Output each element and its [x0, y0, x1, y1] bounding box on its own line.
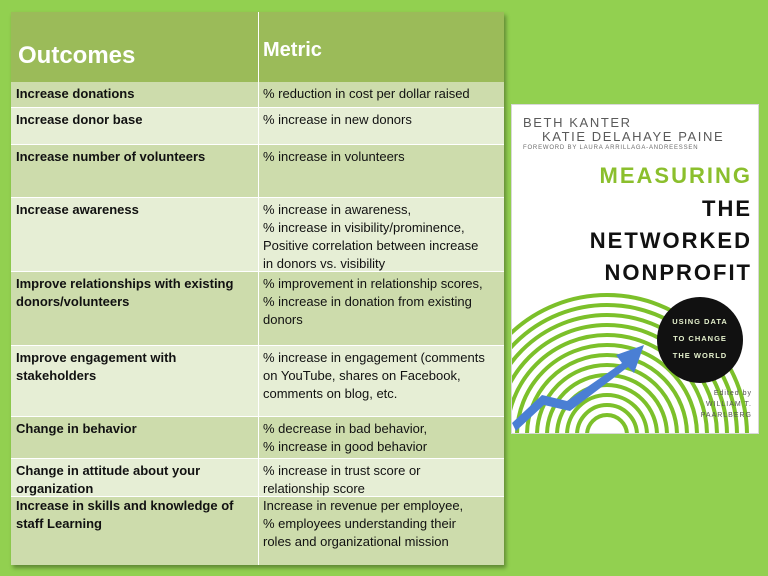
book-title-line-3: NETWORKED — [589, 228, 752, 253]
book-cover: BETH KANTER KATIE DELAHAYE PAINE FOREWOR… — [511, 104, 759, 434]
table-row: Change in behavior % decrease in bad beh… — [11, 417, 504, 459]
outcome-cell: Increase donations — [16, 86, 135, 101]
book-title-line-2: THE — [702, 196, 752, 221]
table-row: Change in attitude about your organizati… — [11, 459, 504, 497]
table-header: Outcomes Metric — [11, 12, 504, 84]
book-editor-first: WILLIAM T. — [705, 401, 752, 408]
arrow-icon — [512, 345, 644, 431]
book-editor-last: PAARLBERG — [700, 412, 752, 419]
metric-cell: % increase in trust score or relationshi… — [263, 463, 421, 496]
metric-column-header: Metric — [263, 39, 322, 61]
outcome-cell: Improve engagement with stakeholders — [16, 350, 177, 383]
book-author-2: KATIE DELAHAYE PAINE — [542, 129, 725, 144]
book-author-1: BETH KANTER — [523, 115, 632, 130]
book-foreword: FOREWORD BY LAURA ARRILLAGA-ANDREESSEN — [523, 145, 699, 151]
outcome-cell: Increase donor base — [16, 112, 143, 127]
book-badge: USING DATA TO CHANGE THE WORLD — [657, 297, 743, 383]
metric-cell: % increase in volunteers — [263, 149, 405, 164]
outcome-cell: Increase awareness — [16, 202, 139, 217]
table-row: Increase number of volunteers % increase… — [11, 145, 504, 198]
outcomes-metric-table: Outcomes Metric Increase donations % red… — [11, 12, 504, 565]
table-row: Increase awareness % increase in awarene… — [11, 198, 504, 272]
metric-cell: % increase in awareness, % increase in v… — [263, 202, 479, 271]
badge-line-3: THE WORLD — [672, 351, 728, 360]
table-row: Improve relationships with existing dono… — [11, 272, 504, 346]
outcome-cell: Improve relationships with existing dono… — [16, 276, 234, 309]
book-title-line-1: MEASURING — [599, 163, 752, 188]
book-edited-by: Edited by — [713, 390, 752, 397]
badge-line-2: TO CHANGE — [673, 334, 727, 343]
outcome-cell: Change in behavior — [16, 421, 137, 436]
metric-cell: % improvement in relationship scores, % … — [263, 276, 483, 327]
metric-cell: % reduction in cost per dollar raised — [263, 86, 470, 101]
outcome-cell: Increase in skills and knowledge of staf… — [16, 498, 234, 531]
metric-cell: % increase in new donors — [263, 112, 412, 127]
outcome-cell: Change in attitude about your organizati… — [16, 463, 201, 496]
badge-line-1: USING DATA — [672, 317, 728, 326]
table-row: Increase in skills and knowledge of staf… — [11, 497, 504, 565]
metric-cell: Increase in revenue per employee, % empl… — [263, 498, 464, 549]
book-title-line-4: NONPROFIT — [604, 260, 752, 285]
table-row: Improve engagement with stakeholders % i… — [11, 346, 504, 417]
table-row: Increase donations % reduction in cost p… — [11, 82, 504, 108]
metric-cell: % decrease in bad behavior, % increase i… — [263, 421, 428, 454]
book-swirl-graphic — [512, 293, 749, 433]
column-divider — [258, 12, 259, 565]
metric-cell: % increase in engagement (comments on Yo… — [263, 350, 485, 401]
outcome-cell: Increase number of volunteers — [16, 149, 206, 164]
outcomes-column-header: Outcomes — [18, 42, 136, 69]
table-row: Increase donor base % increase in new do… — [11, 108, 504, 145]
